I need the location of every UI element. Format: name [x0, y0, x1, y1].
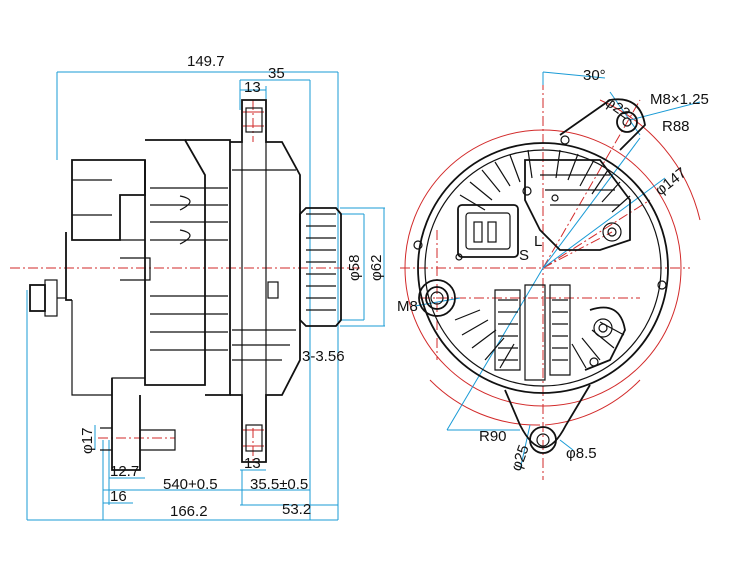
alternator-front-body [417, 98, 669, 449]
dim-ear-bottom-width: 13 [244, 455, 261, 472]
dim-35-5: 35.5±0.5 [250, 476, 308, 493]
dim-pulley-outer-dia: φ62 [368, 255, 385, 281]
dim-166-2: 166.2 [170, 503, 208, 520]
dim-ear-top-width: 13 [244, 79, 261, 96]
dim-angle: 30° [583, 67, 606, 84]
dim-bolt-hole-dia: φ17 [79, 428, 96, 454]
dim-53-2: 53.2 [282, 501, 311, 518]
side-centerlines [10, 100, 360, 462]
dim-case-dia: φ147 [652, 164, 690, 199]
terminal-s: S [519, 247, 529, 264]
b-terminal [418, 279, 456, 317]
side-dimension-labels: 149.7 35 13 φ58 φ62 3-3.56 13 φ17 12.7 1… [79, 53, 385, 520]
dim-540: 540+0.5 [163, 476, 218, 493]
dim-pulley-offset: 35 [268, 65, 285, 82]
dim-radius-bottom: R90 [479, 428, 507, 445]
cooling-fins [454, 149, 631, 381]
dim-overall-length: 149.7 [187, 53, 225, 70]
dim-b-terminal: M8 [397, 298, 418, 315]
front-holes [413, 111, 667, 454]
dim-radius-top: R88 [662, 118, 690, 135]
dim-pulley-grooves: 3-3.56 [302, 348, 345, 365]
terminal-l: L [534, 233, 542, 250]
front-view: 30° φ22 M8×1.25 R88 φ147 L S M8 R90 φ25 … [397, 67, 709, 480]
dim-thread: M8×1.25 [650, 91, 709, 108]
side-view: 149.7 35 13 φ58 φ62 3-3.56 13 φ17 12.7 1… [10, 53, 385, 521]
top-ear-hole [616, 111, 638, 133]
side-dimension-lines [26, 71, 385, 521]
front-centerlines [400, 80, 701, 480]
front-dimension-labels: 30° φ22 M8×1.25 R88 φ147 L S M8 R90 φ25 … [397, 67, 709, 473]
front-dimension-lines [414, 71, 701, 471]
dim-pulley-inner-dia: φ58 [346, 255, 363, 281]
dim-bottom-ear-dia: φ25 [508, 443, 533, 474]
alternator-side-body [29, 99, 342, 471]
dim-12-7: 12.7 [110, 463, 139, 480]
dim-16: 16 [110, 488, 127, 505]
bottom-ear-hole [529, 426, 557, 454]
dim-bottom-hole-dia: φ8.5 [566, 445, 597, 462]
